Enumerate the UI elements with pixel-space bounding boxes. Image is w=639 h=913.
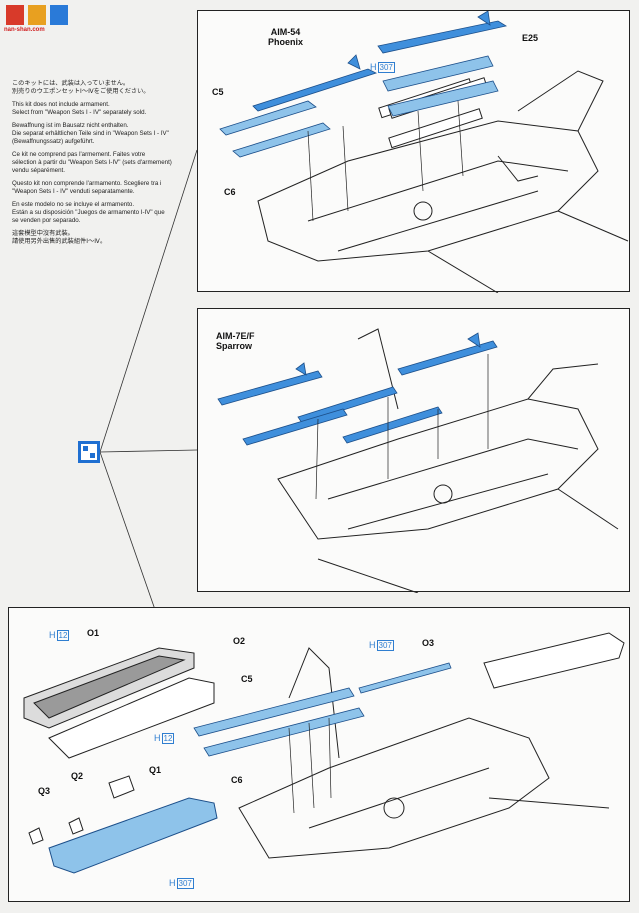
note-german: Bewaffnung ist im Bausatz nicht enthalte… — [12, 122, 169, 145]
label-o2: O2 — [233, 636, 246, 646]
label-c6: C6 — [224, 187, 236, 197]
armament-notes: このキットには、武装は入っていません。 別売りのウエポンセットⅠ～Ⅳをご使用くだ… — [12, 80, 194, 251]
sparrow-diagram — [217, 328, 619, 593]
panel-sparrow: AIM-7E/F Sparrow — [197, 308, 630, 593]
sparrow-label: AIM-7E/F Sparrow — [216, 331, 255, 351]
label-o1: O1 — [87, 628, 100, 638]
label-q2: Q2 — [71, 771, 84, 781]
label-q3: Q3 — [38, 786, 51, 796]
note-japanese: このキットには、武装は入っていません。 別売りのウエポンセットⅠ～Ⅳをご使用くだ… — [12, 80, 150, 95]
label-o3: O3 — [422, 638, 435, 648]
paint-mark-icon — [78, 441, 100, 463]
phoenix-diagram — [219, 11, 629, 293]
note-italian: Questo kit non comprende l'armamento. Sc… — [12, 180, 162, 195]
label-c6: C6 — [231, 775, 243, 785]
note-spanish: En este modelo no se incluye el armament… — [12, 201, 165, 224]
watermark-logo — [4, 3, 74, 37]
label-q1: Q1 — [149, 765, 162, 775]
label-c5: C5 — [241, 674, 253, 684]
watermark-site: nan-shan.com — [4, 27, 45, 33]
note-english: This kit does not include armament. Sele… — [12, 101, 147, 116]
note-chinese: 這套模型中沒有武裝。 請使用另外出售的武裝組件Ⅰ～Ⅳ。 — [12, 230, 107, 245]
note-french: Ce kit ne comprend pas l'armement. Faite… — [12, 151, 172, 174]
label-c5: C5 — [212, 87, 224, 97]
pods-diagram — [23, 632, 625, 874]
label-e25: E25 — [522, 33, 539, 43]
phoenix-label: AIM-54 Phoenix — [268, 27, 304, 47]
